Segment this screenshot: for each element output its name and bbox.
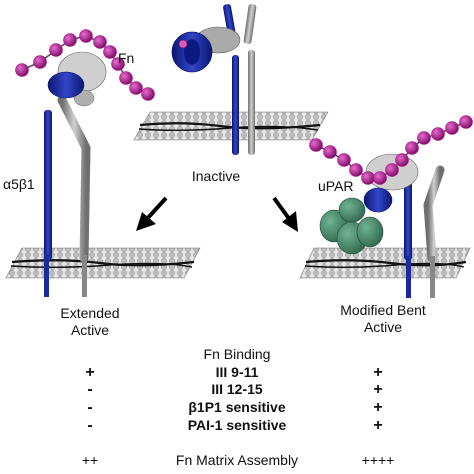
membrane-extended [5, 247, 201, 279]
fn-bead [405, 141, 419, 155]
row-label: β1P1 sensitive [188, 399, 286, 415]
integrin-extended-active [44, 51, 107, 297]
integrin-label: α5β1 [3, 176, 35, 192]
beta-leg [423, 165, 445, 263]
fn-bead [63, 33, 77, 47]
extended-value: - [87, 399, 93, 416]
fn-bead [33, 55, 47, 69]
fibronectin-chains [15, 29, 473, 185]
modified-value: + [373, 417, 383, 434]
fn-bead [445, 121, 459, 135]
alpha-leg [44, 110, 52, 260]
fn-bead [119, 71, 133, 85]
beta-leg [57, 95, 91, 263]
fn-chain-modified [309, 115, 473, 185]
modified-value: + [373, 399, 383, 416]
beta-leg [248, 50, 255, 155]
row-label: III 12-15 [211, 381, 263, 397]
arrow-to-modified-bent [272, 196, 298, 232]
arrow-to-extended [136, 196, 168, 231]
row-label: PAI-1 sensitive [187, 417, 287, 433]
fn-bead [395, 153, 409, 167]
extended-label-line1: Extended [60, 305, 120, 321]
beta-propeller [363, 187, 393, 213]
upar-label: uPAR [318, 178, 354, 194]
alpha-leg [232, 55, 239, 155]
modified-value: + [373, 364, 383, 381]
fn-bead [129, 81, 143, 95]
fn-bead [385, 163, 399, 177]
fn-bead [93, 35, 107, 49]
fn-matrix-assembly-label: Fn Matrix Assembly [175, 452, 299, 468]
fn-bead [337, 153, 351, 167]
integrin-inactive [171, 4, 257, 155]
inactive-label: Inactive [191, 168, 241, 184]
alpha-leg [404, 170, 412, 260]
fn-bead [417, 131, 431, 145]
extended-assembly-value: ++ [81, 452, 99, 468]
fn-bead [49, 43, 63, 57]
fn-label: Fn [118, 50, 135, 66]
fn-binding-header: Fn Binding [203, 346, 271, 362]
extended-value: - [87, 417, 93, 434]
modified-label-line2: Active [363, 319, 403, 335]
fn-bead [373, 171, 387, 185]
fn-bead [349, 163, 363, 177]
fn-bead [79, 29, 93, 43]
membrane-inactive [133, 111, 329, 141]
fn-bead [111, 57, 125, 71]
fn-bead [15, 63, 29, 77]
modified-value: + [373, 381, 383, 398]
fn-bead [459, 115, 473, 129]
fn-bead [141, 87, 155, 101]
fn-bead [309, 138, 323, 152]
fn-bead [431, 127, 445, 141]
fn-chain-extended [15, 29, 155, 101]
modified-label-line1: Modified Bent [340, 302, 426, 318]
extended-value: - [87, 381, 93, 398]
row-label: III 9-11 [215, 364, 259, 380]
fn-bead [103, 45, 117, 59]
fn-bead [361, 171, 375, 185]
fn-bead [323, 145, 337, 159]
beta-propeller [47, 71, 85, 99]
extended-value: + [85, 364, 95, 381]
modified-assembly-value: ++++ [361, 452, 395, 468]
membrane-modified-bent [299, 247, 471, 279]
extended-label-line2: Active [70, 322, 110, 338]
upar-protein [319, 197, 384, 255]
